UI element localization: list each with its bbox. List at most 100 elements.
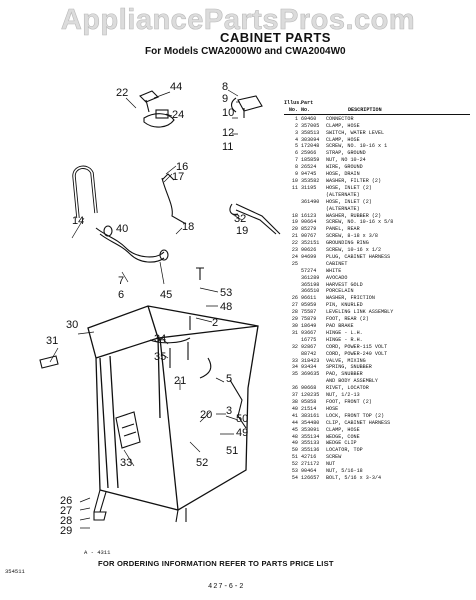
part-number: 120235 <box>301 392 320 399</box>
hose-40-drawing <box>95 227 165 263</box>
part-number: 126657 <box>301 474 320 481</box>
part-number <box>301 206 326 213</box>
illus-number: 48 <box>291 433 298 440</box>
callout-16: 16 <box>176 161 188 173</box>
part-description: LEVELING LINK ASSEMBLY <box>326 309 394 316</box>
cabinet-drawing <box>87 305 259 511</box>
part-description: WASHER, FILTER (2) <box>326 177 382 184</box>
illus-number: 35 <box>291 371 298 378</box>
part-number: 31195 <box>301 184 317 191</box>
part-description: CORD, POWER-240 VOLT <box>326 350 388 357</box>
part-description: CABINET <box>326 260 348 267</box>
mixing-valve-drawing <box>115 411 141 449</box>
front-foot-drawing <box>175 508 187 523</box>
illus-number: 38 <box>291 398 298 405</box>
exploded-parts-diagram: 44 22 24 8 9 10 12 11 16 17 14 18 32 19 … <box>39 81 281 556</box>
illus-number <box>284 282 301 289</box>
part-description: WHITE <box>326 267 342 274</box>
callout-19: 19 <box>236 225 248 237</box>
illus-number: 25 <box>291 260 298 267</box>
callout-27: 27 <box>60 505 72 517</box>
part-number: 57274 <box>301 267 317 274</box>
part-number: 90767 <box>301 233 317 240</box>
callout-21: 21 <box>174 375 186 387</box>
callout-33: 33 <box>120 457 132 469</box>
callout-30: 30 <box>66 319 78 331</box>
callout-49: 49 <box>236 427 248 439</box>
part-number: 355134 <box>301 433 320 440</box>
part-description: CLIP, CABINET HARNESS <box>326 419 391 426</box>
callout-31: 31 <box>46 335 58 347</box>
part-description: HOSE, INLET (2) <box>326 198 372 205</box>
illus-number: 53 <box>291 468 298 475</box>
part-description: WEDGE, CONE <box>326 433 360 440</box>
part-description: AVOCADO <box>326 274 348 281</box>
part-number: 21514 <box>301 405 317 412</box>
part-description: PANEL, REAR <box>326 226 360 233</box>
illus-number <box>284 206 301 213</box>
callout-29: 29 <box>60 525 72 537</box>
leveling-leg-drawing <box>93 489 107 521</box>
part-description: HINGE - R.H. <box>326 336 363 343</box>
part-number: 90626 <box>301 247 317 254</box>
illus-number <box>284 288 301 295</box>
part-description: WASHER, FRICTION <box>326 295 375 302</box>
illus-number: 44 <box>291 419 298 426</box>
callout-34: 34 <box>154 333 166 345</box>
callout-17: 17 <box>172 171 184 183</box>
callout-18: 18 <box>182 221 194 233</box>
part-description: VALVE, MIXING <box>326 357 366 364</box>
illus-number: 4 <box>294 136 298 143</box>
part-number: 94745 <box>301 171 317 178</box>
part-number <box>301 261 326 268</box>
illus-number: 27 <box>291 302 298 309</box>
part-number: 25966 <box>301 150 317 157</box>
part-description: LOCATOR, TOP <box>326 447 363 454</box>
callout-22: 22 <box>116 87 128 99</box>
part-description: AND BODY ASSEMBLY <box>326 378 378 385</box>
part-description: NUT, 1/2-13 <box>326 392 360 399</box>
part-description: HOSE, INLET (2) <box>326 184 372 191</box>
site-watermark: AppliancePartsPros.com <box>60 4 416 37</box>
callout-51: 51 <box>226 445 238 457</box>
figure-code: A - 4311 <box>84 549 111 556</box>
illus-number <box>284 378 301 385</box>
callout-50: 50 <box>236 413 248 425</box>
illus-number: 40 <box>291 405 298 412</box>
part-number: 357005 <box>301 122 320 129</box>
part-description: CLAMP, HOSE <box>326 136 360 143</box>
callout-45: 45 <box>160 289 172 301</box>
callout-24: 24 <box>172 109 184 121</box>
part-description: SCREW, NO. 10-16 x 5/8 <box>326 219 394 226</box>
part-description: PAD BRAKE <box>326 323 354 329</box>
callout-44: 44 <box>170 81 182 93</box>
parts-list-row: 57274 WHITE <box>284 268 470 275</box>
part-number: 95858 <box>301 398 317 405</box>
illus-number: 1 <box>294 115 298 122</box>
illus-number: 28 <box>291 309 298 316</box>
callout-labels: 44 22 24 8 9 10 12 11 16 17 14 18 32 19 … <box>46 81 248 537</box>
illus-number: 7 <box>294 157 298 164</box>
callout-40: 40 <box>116 223 128 235</box>
part-number: 383161 <box>301 412 320 419</box>
part-description: WEDGE CLIP <box>326 440 357 447</box>
